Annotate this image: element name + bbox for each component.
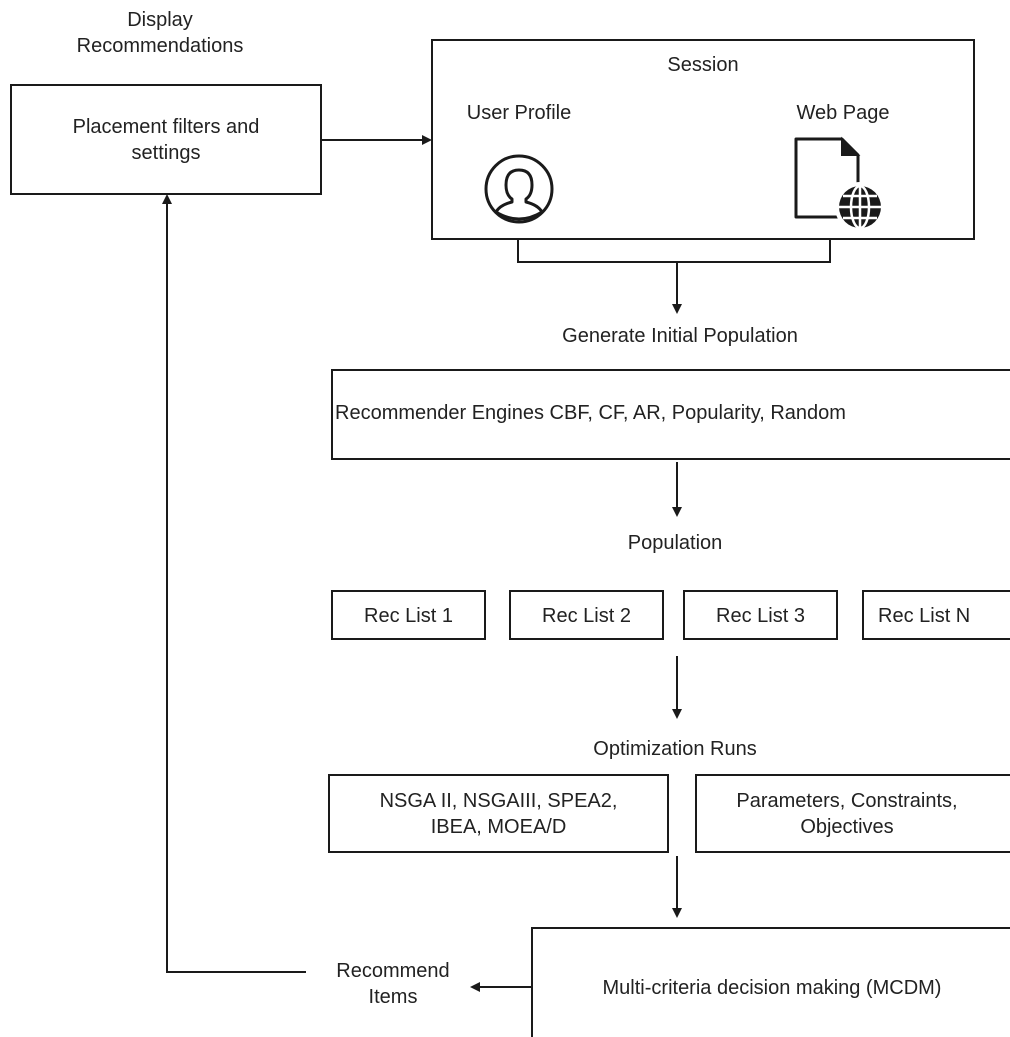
globe-icon bbox=[835, 182, 884, 232]
rec-list-3-box: Rec List 3 bbox=[683, 590, 838, 640]
rec-list-n-box: Rec List N bbox=[862, 590, 1010, 640]
placement-label: Placement filters and settings bbox=[12, 114, 320, 166]
placement-filters-box: Placement filters and settings bbox=[10, 84, 322, 195]
session-merge-connector bbox=[517, 222, 831, 263]
population-label: Population bbox=[627, 532, 723, 554]
display-title-line1: Display bbox=[127, 9, 193, 31]
parameters-label-line1: Parameters, Constraints, bbox=[736, 790, 958, 812]
rec-list-2-box: Rec List 2 bbox=[509, 590, 664, 640]
algorithms-label-line1: NSGA II, NSGAIII, SPEA2, bbox=[379, 790, 618, 812]
session-box: Session User Profile Web Page bbox=[431, 39, 975, 240]
parameters-label-line2: Objectives bbox=[800, 816, 894, 838]
algorithms-label: NSGA II, NSGAIII, SPEA2, IBEA, MOEA/D bbox=[330, 788, 667, 840]
generate-initial-population-label: Generate Initial Population bbox=[562, 325, 798, 347]
display-title: Display Recommendations bbox=[40, 7, 280, 59]
session-title: Session bbox=[667, 54, 739, 76]
optimization-runs-label: Optimization Runs bbox=[593, 738, 757, 760]
parameters-label: Parameters, Constraints, Objectives bbox=[697, 788, 997, 840]
rec-list-3-label: Rec List 3 bbox=[716, 605, 805, 627]
mcdm-label: Multi-criteria decision making (MCDM) bbox=[602, 977, 942, 999]
placement-label-line2: settings bbox=[131, 142, 201, 164]
parameters-box: Parameters, Constraints, Objectives bbox=[695, 774, 1010, 853]
algorithms-box: NSGA II, NSGAIII, SPEA2, IBEA, MOEA/D bbox=[328, 774, 669, 853]
algorithms-label-line2: IBEA, MOEA/D bbox=[430, 816, 567, 838]
recommend-items-line2: Items bbox=[368, 986, 418, 1008]
recommender-engines-box: Recommender Engines CBF, CF, AR, Popular… bbox=[331, 369, 1010, 460]
rec-list-1-label: Rec List 1 bbox=[364, 605, 453, 627]
display-title-line2: Recommendations bbox=[76, 35, 244, 57]
rec-list-1-box: Rec List 1 bbox=[331, 590, 486, 640]
web-page-icon bbox=[794, 136, 884, 232]
rec-list-n-label: Rec List N bbox=[878, 605, 971, 627]
arrow-feedback-loop bbox=[162, 194, 306, 973]
rec-list-2-label: Rec List 2 bbox=[542, 605, 631, 627]
user-profile-icon bbox=[484, 154, 554, 224]
recommend-items-line1: Recommend bbox=[336, 960, 450, 982]
recommend-items-label: Recommend Items bbox=[303, 958, 483, 1010]
web-page-label: Web Page bbox=[796, 102, 890, 124]
recommender-engines-label: Recommender Engines CBF, CF, AR, Popular… bbox=[335, 402, 846, 424]
user-profile-label: User Profile bbox=[466, 102, 572, 124]
placement-label-line1: Placement filters and bbox=[72, 116, 260, 138]
mcdm-box: Multi-criteria decision making (MCDM) bbox=[531, 927, 1010, 1037]
